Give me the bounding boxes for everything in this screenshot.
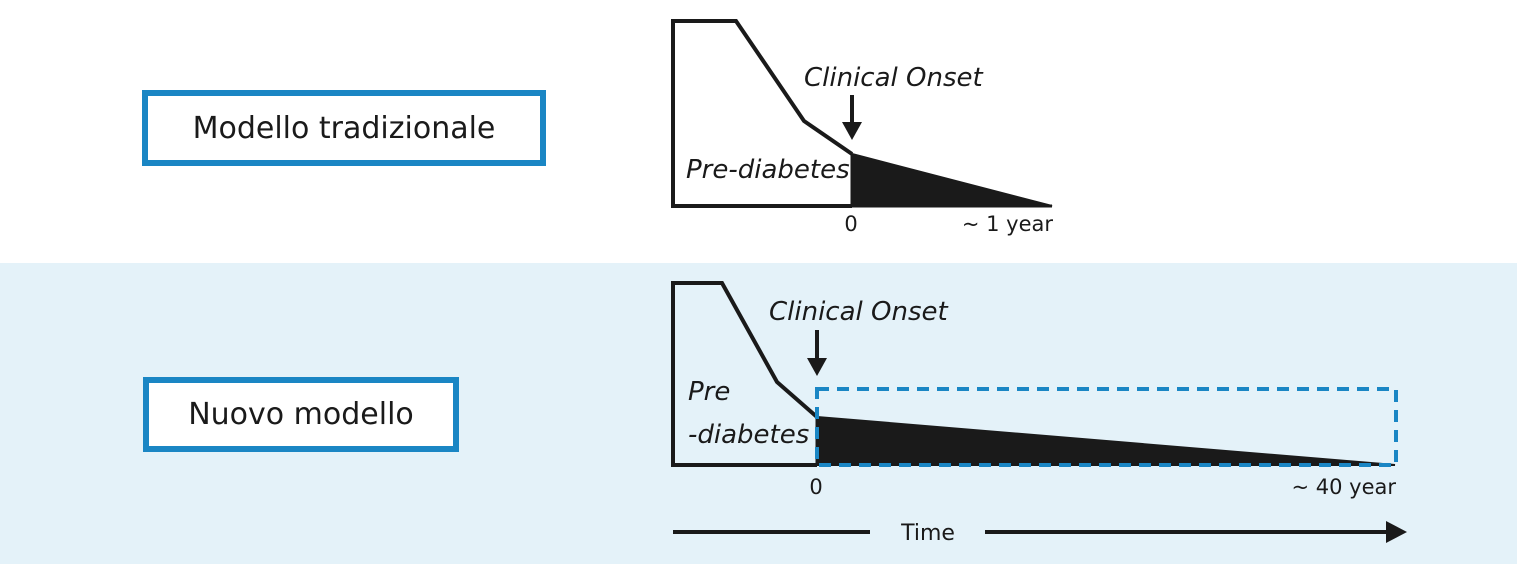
- traditional-phase-label: Pre-diabetes: [686, 155, 850, 185]
- new-tick-end: ~ 40 year: [1291, 475, 1396, 499]
- traditional-chart: Clinical Onset Pre-diabetes 0 ~ 1 year: [671, 19, 1054, 236]
- time-axis: Time: [673, 521, 1407, 546]
- new-model-chart: Clinical Onset Pre -diabetes 0 ~ 40 year: [671, 281, 1398, 499]
- new-onset-label: Clinical Onset: [769, 297, 949, 327]
- traditional-model-label: Modello tradizionale: [142, 90, 546, 166]
- traditional-beta-cell-curve: [671, 19, 854, 208]
- new-phase-label-line2: -diabetes: [688, 420, 809, 450]
- traditional-tick-end: ~ 1 year: [962, 212, 1054, 236]
- new-tick-start: 0: [809, 475, 822, 499]
- traditional-diabetes-area: [851, 152, 1053, 207]
- traditional-tick-start: 0: [844, 212, 857, 236]
- new-model-text: Nuovo modello: [188, 397, 414, 432]
- new-intervention-window: [815, 387, 1398, 467]
- traditional-onset-label: Clinical Onset: [804, 63, 984, 93]
- new-diabetes-area: [816, 415, 1396, 466]
- new-beta-cell-curve: [671, 281, 819, 467]
- new-onset-arrow-icon: [807, 330, 827, 376]
- time-arrow-icon: [1386, 521, 1407, 543]
- new-phase-label-line1: Pre: [688, 377, 730, 407]
- traditional-onset-arrow-icon: [842, 95, 862, 140]
- time-axis-label: Time: [900, 521, 955, 546]
- traditional-model-text: Modello tradizionale: [192, 110, 496, 146]
- new-model-label: Nuovo modello: [143, 377, 459, 452]
